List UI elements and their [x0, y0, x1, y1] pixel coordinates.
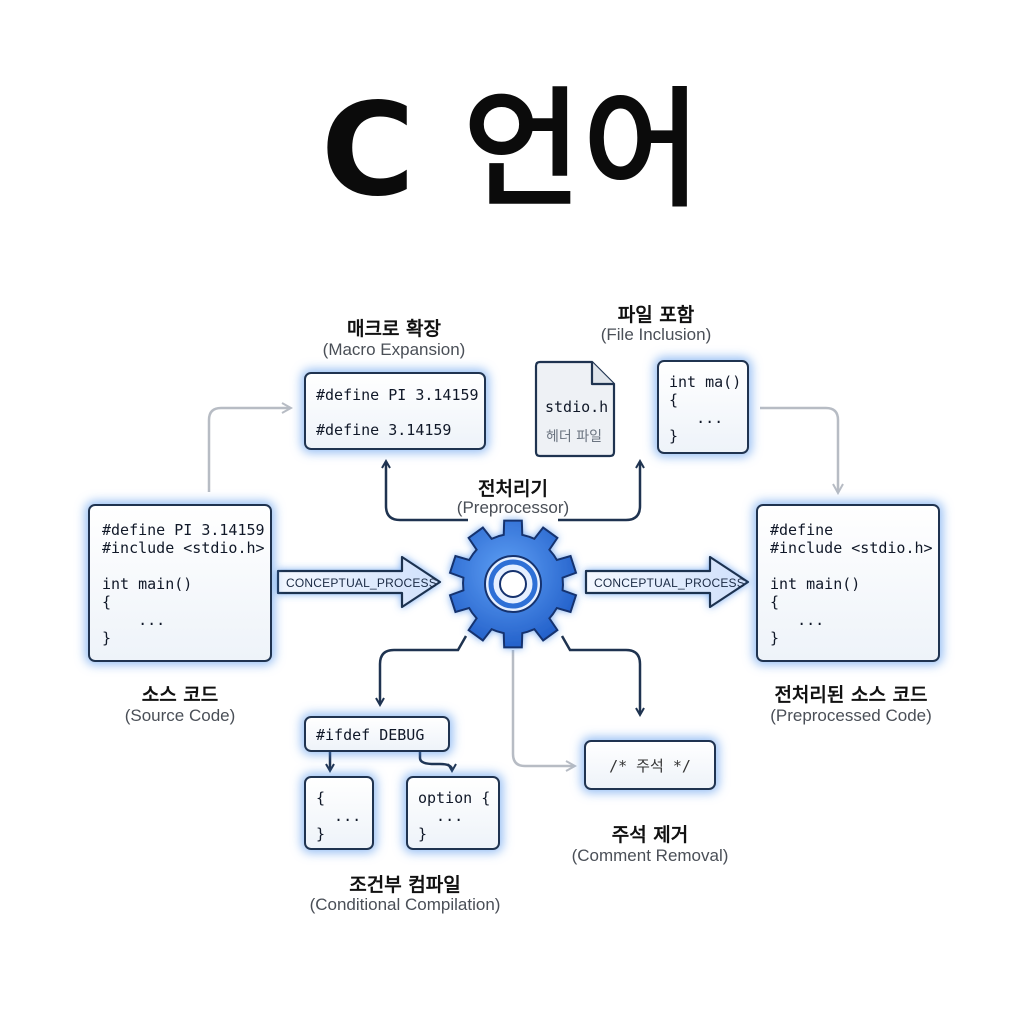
comment-removal-label-en: (Comment Removal)	[571, 846, 729, 865]
comment-text: /* 주석 */	[609, 757, 691, 775]
conditional-compilation-label-en: (Conditional Compilation)	[309, 895, 501, 914]
gear-icon	[448, 519, 578, 649]
file-inclusion-label-en: (File Inclusion)	[600, 325, 712, 344]
comment-box: /* 주석 */	[584, 740, 716, 790]
macro-line-1: #define PI 3.14159	[316, 386, 479, 404]
conditional-compilation-label: 조건부 컴파일	[349, 874, 461, 896]
preprocessed-code-box: #define #include <stdio.h> int main() { …	[756, 504, 940, 662]
included-code-text: int ma() { ... }	[669, 373, 742, 445]
big-arrow-right	[584, 555, 750, 609]
source-code-label-en: (Source Code)	[124, 706, 236, 725]
macro-expansion-label: 매크로 확장	[346, 318, 441, 340]
macro-expansion-box: #define PI 3.14159 #define 3.14159	[304, 372, 486, 450]
comment-removal-label: 주석 제거	[611, 824, 689, 846]
arrow-center-to-inclusion	[558, 462, 640, 522]
ifdef-box: #ifdef DEBUG	[304, 716, 450, 752]
arrow-center-to-comment-removal	[560, 635, 640, 714]
preprocessed-code-text: #define #include <stdio.h> int main() { …	[770, 521, 933, 647]
macro-expansion-label-en: (Macro Expansion)	[322, 340, 466, 359]
arrow-source-to-macro	[207, 408, 290, 492]
file-inclusion-label: 파일 포함	[617, 304, 695, 326]
arrow-inclusion-to-output	[760, 406, 838, 492]
ifdef-directive: #ifdef DEBUG	[316, 726, 425, 744]
macro-line-2: #define 3.14159	[316, 421, 452, 439]
branch-left-code: { ... }	[316, 789, 362, 843]
source-code-box: #define PI 3.14159 #include <stdio.h> in…	[88, 504, 272, 662]
header-file-caption: 헤더 파일	[546, 429, 602, 445]
preprocessed-code-label-en: (Preprocessed Code)	[770, 706, 932, 725]
conditional-branch-right: option { ... }	[406, 776, 500, 850]
arrow-center-to-macro	[386, 462, 468, 522]
source-code-label: 소스 코드	[141, 684, 219, 706]
arrow-ifdef-right	[418, 750, 452, 770]
preprocessor-label-en: (Preprocessor)	[456, 498, 570, 517]
conditional-branch-left: { ... }	[304, 776, 374, 850]
included-code-box: int ma() { ... }	[657, 360, 749, 454]
branch-right-code: option { ... }	[418, 789, 491, 843]
right-arrow-caption: CONCEPTUAL_PROCESS	[594, 576, 745, 590]
preprocessed-code-label: 전처리된 소스 코드	[774, 684, 928, 706]
page-title: C 언어	[320, 76, 704, 225]
source-code-text: #define PI 3.14159 #include <stdio.h> in…	[102, 521, 265, 647]
header-file-name: stdio.h	[545, 398, 609, 416]
arrow-center-to-conditional	[380, 635, 468, 704]
left-arrow-caption: CONCEPTUAL_PROCESS	[286, 576, 437, 590]
file-icon	[534, 360, 616, 458]
arrow-center-to-comment	[511, 650, 574, 766]
preprocessor-label: 전처리기	[478, 478, 548, 500]
big-arrow-left	[276, 555, 442, 609]
